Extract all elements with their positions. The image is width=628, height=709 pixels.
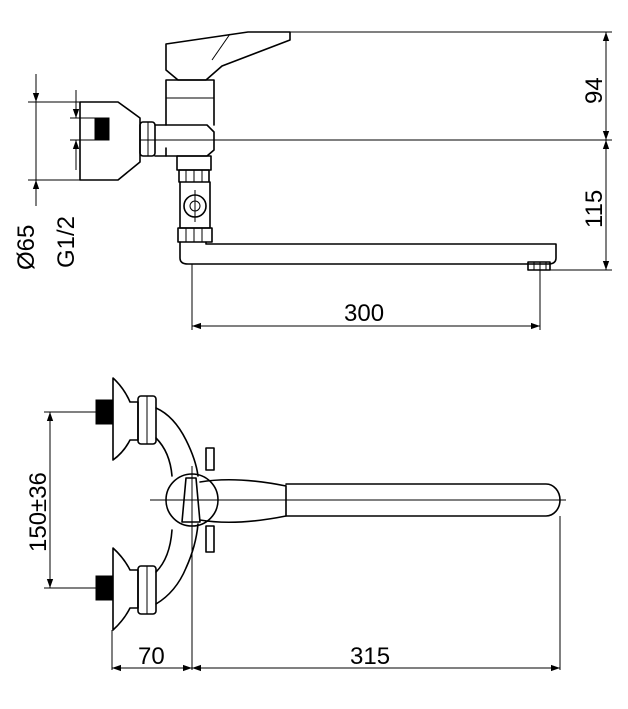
top-body-upper-arm	[155, 407, 199, 477]
top-body-lower-arm	[155, 523, 199, 605]
side-wall-flange	[79, 101, 141, 181]
dim-handle-height: 94	[581, 77, 608, 104]
side-lever-handle	[165, 31, 291, 81]
top-upper-flange	[112, 377, 139, 461]
dim-wall-offset: 70	[138, 643, 165, 670]
dim-inlet-spacing: 150±36	[25, 472, 52, 552]
dim-spout-height: 115	[581, 190, 608, 228]
side-body	[165, 79, 215, 157]
side-spout	[179, 241, 557, 265]
dim-spout-reach-side: 300	[344, 300, 384, 327]
top-view: 150±36 70 315	[25, 377, 566, 672]
side-inlet-nut	[94, 117, 110, 141]
side-swivel-top	[176, 155, 212, 171]
side-swivel-bottom	[177, 227, 213, 243]
dim-spout-reach-top: 315	[350, 643, 390, 670]
top-upper-inlet-nut	[95, 399, 113, 425]
side-aerator	[527, 261, 551, 271]
top-lower-inlet-nut	[95, 575, 113, 601]
dim-thread-label: G1/2	[53, 216, 80, 268]
side-view: Ø65 G1/2 94 115 300	[13, 31, 612, 330]
dim-diameter-label: Ø65	[13, 225, 40, 270]
top-lower-flange	[112, 547, 139, 631]
